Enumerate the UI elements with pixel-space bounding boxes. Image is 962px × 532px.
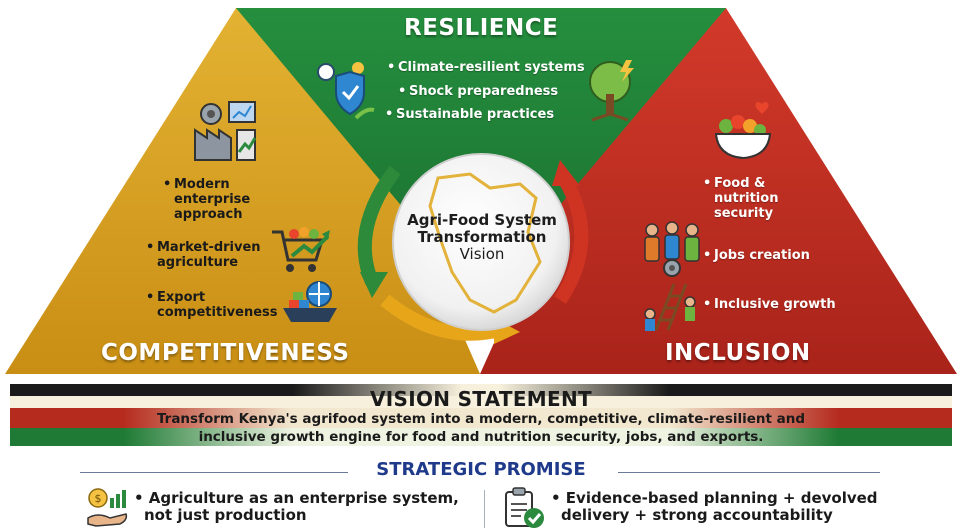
- promise-divider: [484, 490, 485, 528]
- competitiveness-bullet-1: • Modern enterprise approach: [163, 177, 251, 222]
- cargo-ship-icon: [283, 281, 337, 322]
- promise-left: • Agriculture as an enterprise system, n…: [134, 490, 459, 524]
- promise-right-line-1: • Evidence-based planning + devolved: [551, 489, 878, 507]
- promise-left-line-2: not just production: [144, 506, 307, 524]
- red-arrow-head: [552, 160, 580, 186]
- triangle-panels: [5, 8, 957, 374]
- resilience-bullet-1: •Climate-resilient systems: [387, 60, 585, 75]
- inclusion-bullet-3: • Inclusive growth: [703, 297, 836, 312]
- factory-icon: [194, 101, 257, 161]
- promise-rule-right: [618, 472, 880, 473]
- clipboard-check-icon: [505, 487, 544, 528]
- gold-cycle-arrow: [380, 294, 502, 341]
- black-stripe: [10, 384, 952, 396]
- hand-money-icon: $: [87, 488, 128, 527]
- vision-statement-line-2: inclusive growth engine for food and nut…: [198, 429, 764, 445]
- center-title: Agri-Food System Transformation Vision: [392, 212, 572, 263]
- red-cycle-arrow: [554, 176, 589, 304]
- competitiveness-bullet-3: • Export competitiveness: [146, 290, 278, 320]
- tree-icon: [589, 60, 634, 122]
- kenya-map-icon: [428, 172, 542, 314]
- shield-plant-icon: [317, 62, 375, 120]
- center-line-1: Agri-Food System: [407, 211, 557, 229]
- inclusion-bullet-1: • Food & nutrition security: [703, 176, 779, 221]
- competitiveness-bullet-2: • Market-driven agriculture: [146, 240, 261, 270]
- resilience-bullet-3: •Sustainable practices: [385, 107, 555, 122]
- green-stripe: [10, 428, 952, 446]
- green-arrow-head: [360, 272, 388, 298]
- center-line-3: Vision: [459, 245, 505, 263]
- green-cycle-arrow: [357, 165, 401, 285]
- vision-statement-title: VISION STATEMENT: [370, 387, 592, 411]
- resilience-title: RESILIENCE: [404, 15, 559, 41]
- inclusion-title: INCLUSION: [665, 340, 811, 366]
- competitiveness-panel: [5, 8, 480, 374]
- resilience-bullet-2: •Shock preparedness: [398, 84, 559, 99]
- promise-right-line-2: delivery + strong accountability: [561, 506, 833, 524]
- food-bowl-icon: [714, 101, 772, 160]
- vision-statement-line-1: Transform Kenya's agrifood system into a…: [156, 411, 806, 427]
- center-line-2: Transformation: [417, 228, 547, 246]
- promise-right: • Evidence-based planning + devolved del…: [551, 490, 878, 524]
- competitiveness-title: COMPETITIVENESS: [101, 340, 350, 366]
- svg-text:$: $: [95, 492, 102, 505]
- promise-left-line-1: • Agriculture as an enterprise system,: [134, 489, 459, 507]
- cart-growth-icon: [272, 227, 330, 272]
- cream-band: [10, 396, 952, 408]
- strategic-promise-title: STRATEGIC PROMISE: [376, 459, 586, 480]
- red-stripe: [10, 408, 952, 428]
- inclusion-panel: [480, 8, 957, 374]
- inclusion-bullet-2: • Jobs creation: [703, 248, 810, 263]
- ladder-growth-icon: [644, 283, 696, 331]
- workers-icon: [644, 221, 700, 277]
- promise-rule-left: [80, 472, 348, 473]
